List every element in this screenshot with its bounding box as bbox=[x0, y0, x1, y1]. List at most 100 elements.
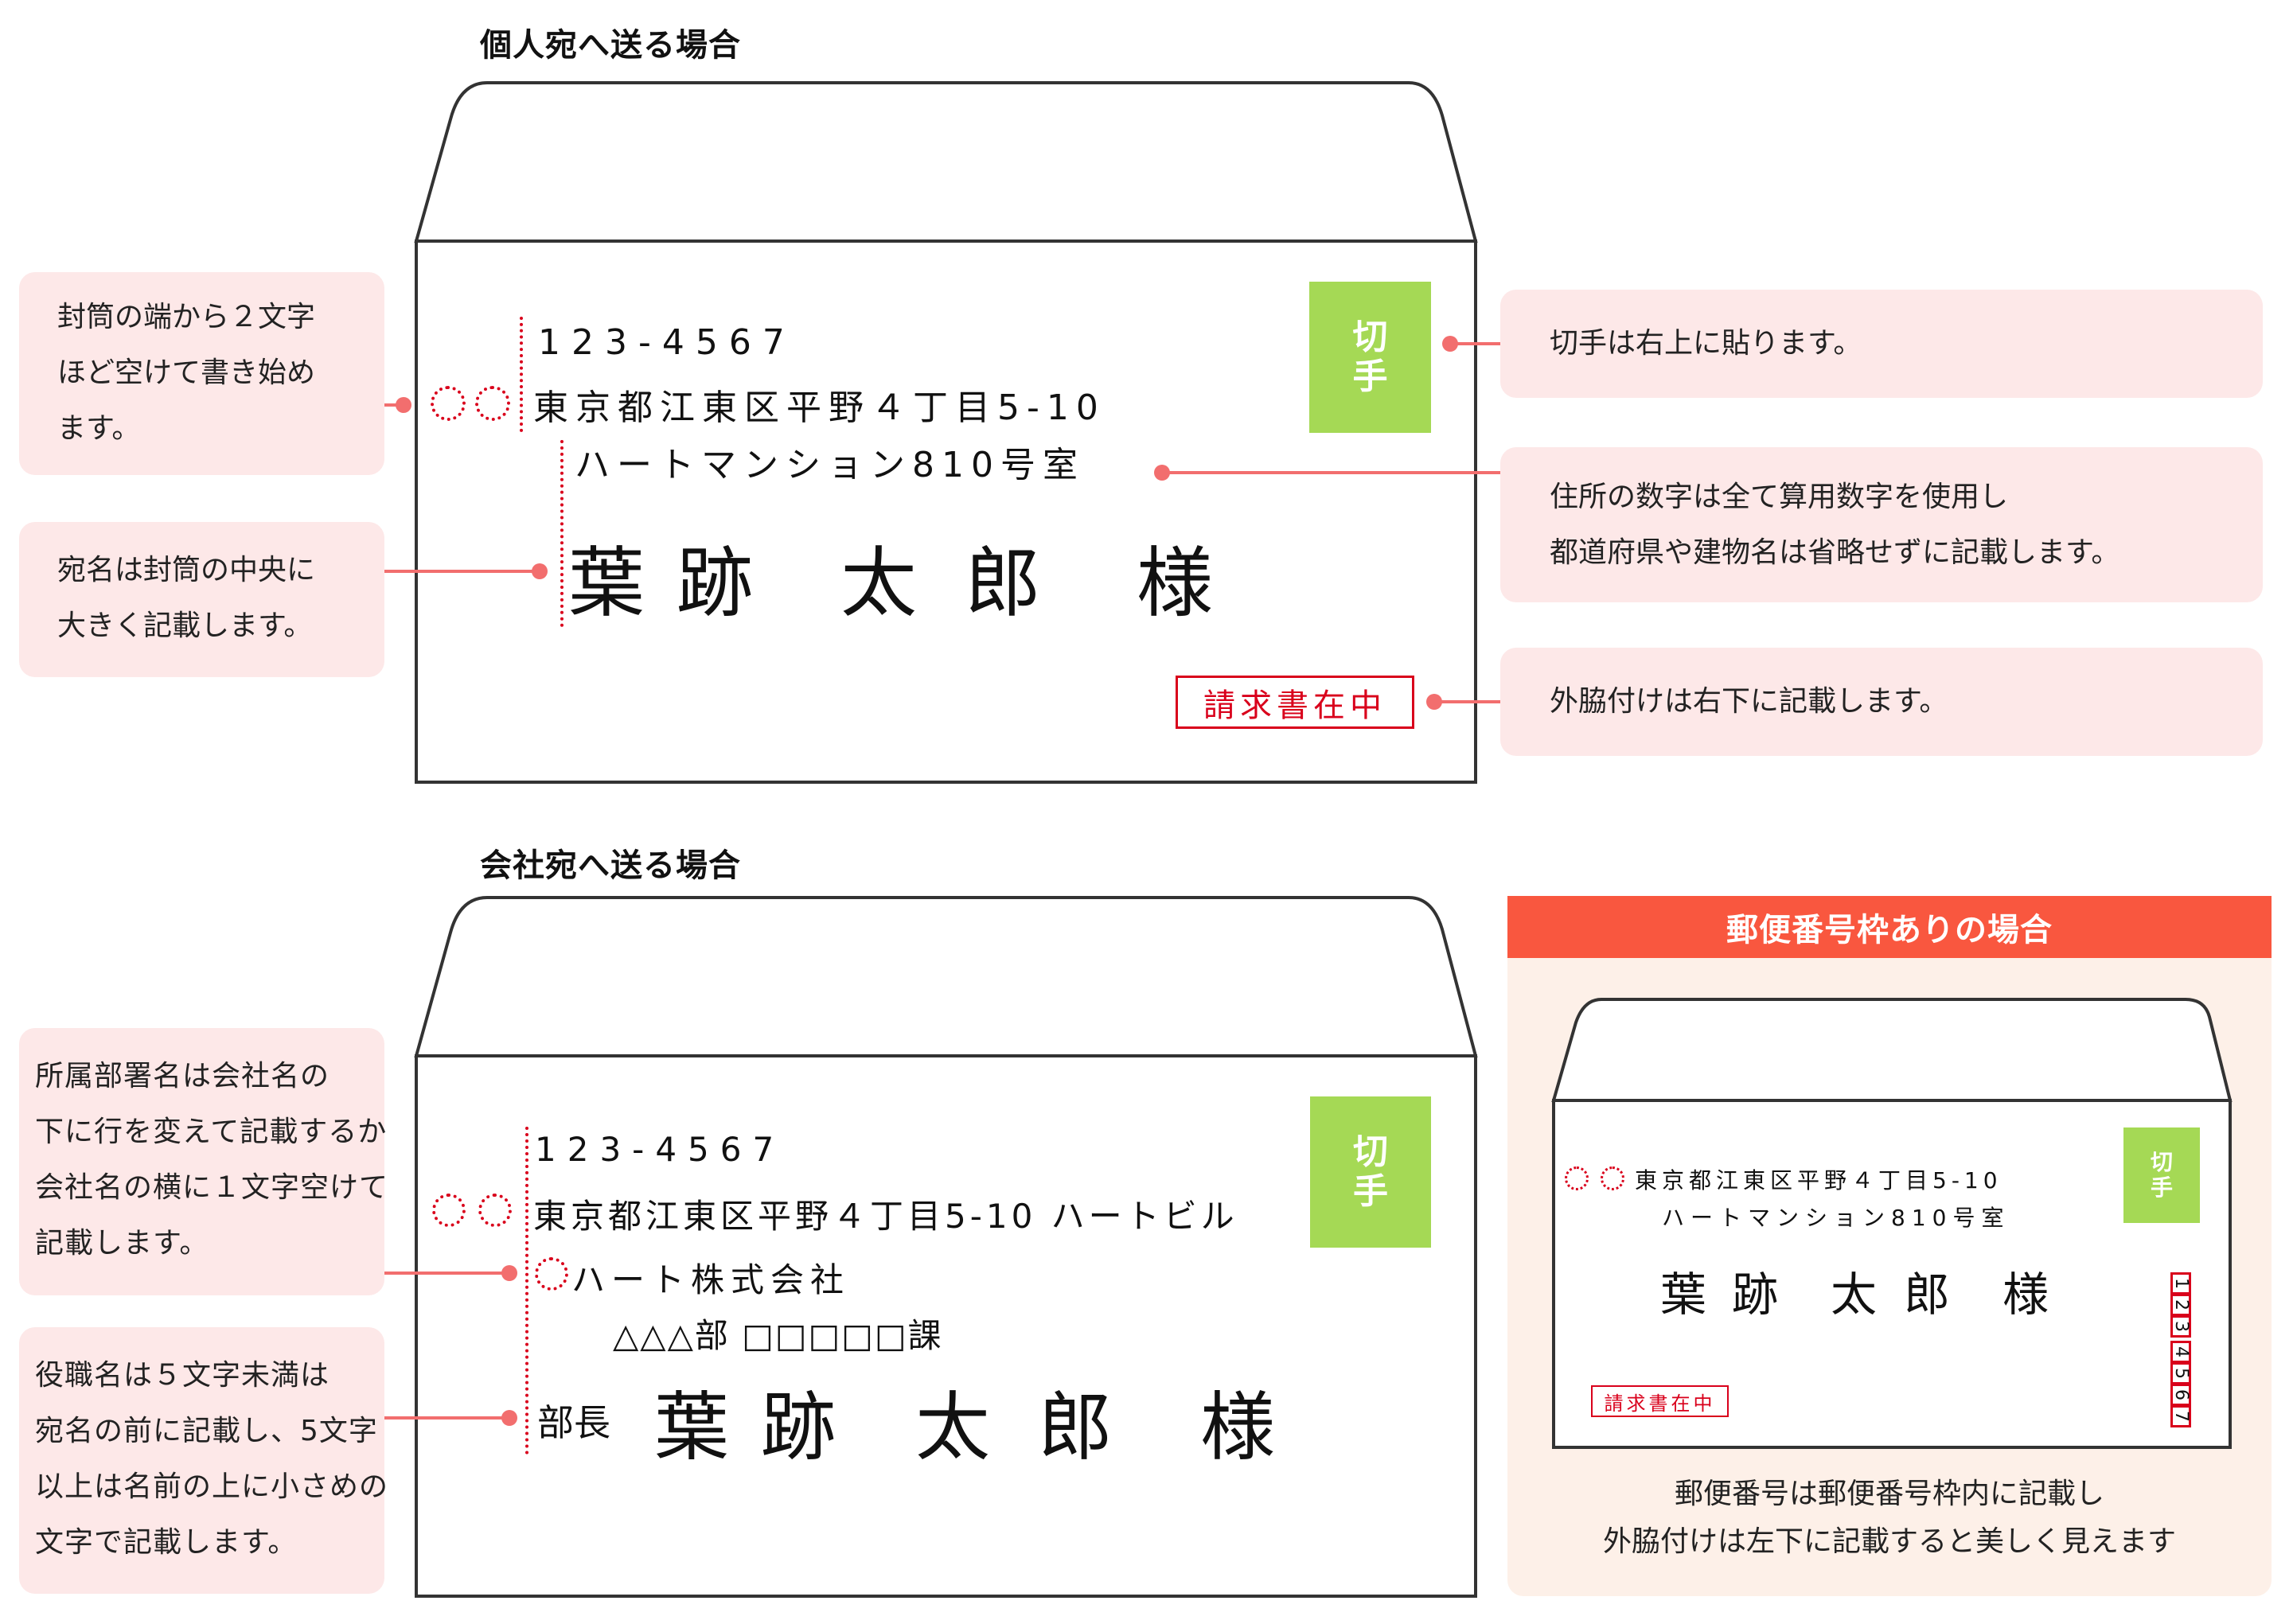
connector-line bbox=[384, 1272, 509, 1275]
connector-dot bbox=[532, 563, 548, 579]
stamp-char: 手 bbox=[1353, 1171, 1388, 1212]
connector-line bbox=[384, 1416, 509, 1420]
indent-guide-line bbox=[525, 1127, 528, 1455]
name-char: 太 bbox=[1831, 1268, 1878, 1322]
callout-line: 文字で記載します。 bbox=[35, 1526, 298, 1559]
department: △△△部 □□□□□課 bbox=[613, 1316, 943, 1355]
postal-code-box: 6 bbox=[2170, 1384, 2191, 1406]
callout-indent: 封筒の端から２文字 ほど空けて書き始め ます。 bbox=[19, 272, 384, 475]
callout-line: 所属部署名は会社名の bbox=[35, 1060, 330, 1092]
name-char: 葉 bbox=[1660, 1268, 1707, 1322]
callout-line: 住所の数字は全て算用数字を使用し bbox=[1550, 480, 2009, 513]
name-char: 郎 bbox=[1904, 1268, 1951, 1322]
blank-char-marker bbox=[431, 386, 466, 421]
name-char: 葉 bbox=[654, 1384, 730, 1471]
callout-line: 以上は名前の上に小さめの bbox=[35, 1470, 389, 1503]
callout-line: 外脇付けは右下に記載します。 bbox=[1550, 685, 1948, 718]
connector-dot bbox=[501, 1265, 517, 1281]
caption-line: 郵便番号は郵便番号枠内に記載し bbox=[1674, 1478, 2104, 1510]
callout-line: 記載します。 bbox=[35, 1227, 209, 1260]
postal-code-box: 3 bbox=[2170, 1315, 2191, 1338]
connector-line bbox=[384, 403, 404, 407]
recipient-name: 葉跡太郎 様 bbox=[568, 521, 1213, 632]
address-line-1: 東京都江東区平野４丁目5-10 bbox=[1635, 1167, 2002, 1194]
connector-dot bbox=[396, 397, 411, 413]
blank-char-marker bbox=[475, 386, 510, 421]
name-char: 太 bbox=[915, 1384, 991, 1471]
blank-char-marker bbox=[1601, 1166, 1624, 1190]
stamp: 切 手 bbox=[1310, 1096, 1431, 1248]
postal-code-box: 4 bbox=[2170, 1341, 2191, 1363]
postal-code-box: 5 bbox=[2170, 1362, 2191, 1384]
connector-line bbox=[1162, 471, 1500, 474]
name-char: 跡 bbox=[761, 1384, 836, 1471]
callout-stamp: 切手は右上に貼ります。 bbox=[1500, 290, 2263, 398]
callout-line: ほど空けて書き始め bbox=[57, 356, 316, 389]
callout-job-title: 役職名は５文字未満は 宛名の前に記載し、5文字 以上は名前の上に小さめの 文字で… bbox=[19, 1327, 389, 1594]
stamp-char: 切 bbox=[1352, 317, 1388, 357]
callout-department: 所属部署名は会社名の 下に行を変えて記載するか 会社名の横に１文字空けて 記載し… bbox=[19, 1028, 389, 1295]
callout-line: 封筒の端から２文字 bbox=[57, 301, 316, 333]
stamp-char: 切 bbox=[2150, 1149, 2173, 1175]
callout-line: 下に行を変えて記載するか bbox=[35, 1116, 388, 1148]
postal-code-box: 1 bbox=[2170, 1272, 2191, 1295]
stamp: 切 手 bbox=[2123, 1127, 2200, 1223]
panel-caption: 郵便番号は郵便番号枠内に記載し 外脇付けは左下に記載すると美しく見えます bbox=[1507, 1470, 2272, 1566]
name-char: 葉 bbox=[568, 539, 645, 628]
postal-code: 123-4567 bbox=[535, 1130, 786, 1169]
callout-line: 宛名の前に記載し、5文字 bbox=[35, 1415, 378, 1447]
blank-char-marker bbox=[535, 1257, 568, 1291]
enclosure-label: 請求書在中 bbox=[1176, 676, 1414, 729]
callout-line: 会社名の横に１文字空けて bbox=[35, 1171, 389, 1204]
personal-envelope-outline bbox=[414, 81, 1478, 784]
address-line-1: 東京都江東区平野４丁目5-10 ハートビル bbox=[533, 1197, 1238, 1236]
callout-line: 宛名は封筒の中央に bbox=[57, 554, 316, 586]
callout-line: 役職名は５文字未満は bbox=[35, 1359, 330, 1392]
connector-line bbox=[384, 570, 540, 573]
callout-name-center: 宛名は封筒の中央に 大きく記載します。 bbox=[19, 522, 384, 677]
connector-dot bbox=[501, 1410, 517, 1426]
name-char: 跡 bbox=[1732, 1268, 1779, 1322]
blank-char-marker bbox=[432, 1194, 466, 1227]
blank-char-marker bbox=[1565, 1166, 1589, 1190]
postal-frame-panel-header: 郵便番号枠ありの場合 bbox=[1507, 896, 2272, 958]
job-title: 部長 bbox=[537, 1401, 610, 1444]
company-name: ハート株式会社 bbox=[571, 1260, 851, 1299]
personal-section-title: 個人宛へ送る場合 bbox=[480, 27, 741, 64]
company-section-title: 会社宛へ送る場合 bbox=[480, 847, 741, 884]
stamp-char: 手 bbox=[2150, 1174, 2173, 1201]
indent-guide-line bbox=[560, 440, 564, 627]
address-line-2: ハートマンション810号室 bbox=[1662, 1205, 2010, 1231]
stamp-char: 切 bbox=[1353, 1131, 1388, 1172]
name-char: 様 bbox=[1200, 1384, 1276, 1471]
callout-line: 大きく記載します。 bbox=[57, 609, 313, 642]
indent-guide-line bbox=[520, 317, 523, 432]
callout-line: ます。 bbox=[57, 412, 141, 445]
recipient-name: 葉跡太郎様 bbox=[654, 1367, 1275, 1475]
connector-line bbox=[1434, 700, 1500, 703]
address-line-2: ハートマンション810号室 bbox=[575, 445, 1085, 485]
name-char: 郎 bbox=[1038, 1384, 1113, 1471]
stamp-char: 手 bbox=[1352, 356, 1388, 397]
enclosure-text: 請求書在中 bbox=[1604, 1392, 1716, 1415]
postal-code-box: 7 bbox=[2170, 1405, 2191, 1427]
name-char: 跡 bbox=[677, 539, 753, 628]
postal-code: 123-4567 bbox=[538, 322, 796, 363]
blank-char-marker bbox=[478, 1194, 512, 1227]
callout-line: 都道府県や建物名は省略せずに記載します。 bbox=[1550, 535, 2120, 569]
name-char: 様 bbox=[1137, 539, 1213, 628]
panel-header-text: 郵便番号枠ありの場合 bbox=[1726, 912, 2053, 948]
connector-line bbox=[1450, 342, 1500, 345]
recipient-name: 葉跡太郎様 bbox=[1660, 1257, 2049, 1324]
name-char: 郎 bbox=[965, 539, 1041, 628]
callout-enclosure: 外脇付けは右下に記載します。 bbox=[1500, 648, 2263, 756]
name-char: 太 bbox=[840, 539, 917, 628]
company-envelope-outline bbox=[414, 896, 1478, 1598]
stamp: 切 手 bbox=[1309, 282, 1431, 433]
postal-code-box: 2 bbox=[2170, 1294, 2191, 1316]
callout-line: 切手は右上に貼ります。 bbox=[1550, 327, 1862, 360]
enclosure-text: 請求書在中 bbox=[1203, 687, 1386, 724]
name-char: 様 bbox=[2002, 1268, 2049, 1322]
caption-line: 外脇付けは左下に記載すると美しく見えます bbox=[1602, 1525, 2176, 1558]
